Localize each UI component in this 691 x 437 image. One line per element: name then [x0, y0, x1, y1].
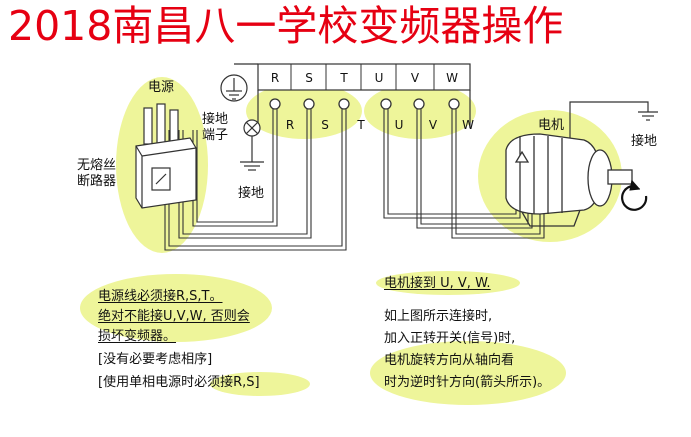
breaker-edge-top: [141, 147, 197, 157]
note-motor-uvw: 电机接到 U, V, W.: [384, 276, 491, 291]
page-title: 2018南昌八一学校变频器操作: [8, 2, 564, 50]
terminal-label-u: U: [375, 71, 384, 85]
earth-cross-b: [245, 121, 259, 135]
ground-terminal-symbol: [220, 74, 248, 102]
terminal-label-u-bottom: U: [395, 118, 404, 132]
screw-t: [338, 98, 350, 110]
highlight-single-phase: [210, 372, 310, 396]
motor-logo-icon: [514, 150, 530, 163]
motor-illustration: [505, 133, 633, 227]
terminal-label-t-bottom: T: [356, 118, 365, 132]
label-ground-right: 接地: [631, 134, 658, 149]
breaker-pole-1: [143, 107, 153, 145]
label-motor: 电机: [538, 118, 565, 133]
screw-s: [303, 98, 315, 110]
terminal-label-w: W: [446, 71, 458, 85]
label-ground-terminal-line2: 端子: [202, 128, 229, 143]
wire-r-a: [196, 109, 274, 223]
screw-u: [380, 98, 392, 110]
terminal-block: [234, 63, 471, 128]
terminal-label-v: V: [411, 71, 420, 85]
rotation-arc: [621, 184, 648, 211]
screw-terminals: [269, 98, 460, 110]
highlight-direction-note: [370, 341, 566, 405]
breaker-illustration: [135, 103, 197, 209]
screw-r: [269, 98, 281, 110]
breaker-lever-mark: [155, 173, 167, 185]
earth-symbol-left: [240, 119, 264, 171]
label-breaker-line1: 无熔丝: [77, 158, 117, 173]
terminal-label-s-bottom: S: [321, 118, 329, 132]
label-breaker-line2: 断路器: [77, 174, 117, 189]
terminal-block-top: [257, 63, 471, 91]
terminal-label-r: R: [271, 71, 279, 85]
note-single-phase: [使用单相电源时必须接R,S]: [98, 375, 260, 390]
note-as-shown: 如上图所示连接时,: [384, 309, 493, 324]
label-ground-terminal-line1: 接地: [202, 112, 229, 127]
highlight-power-note: [80, 274, 272, 342]
terminal-label-v-bottom: V: [429, 118, 438, 132]
rotation-arrowhead: [629, 179, 641, 191]
note-rotation-view: 电机旋转方向从轴向看: [384, 353, 515, 368]
terminal-labels-bottom: R S T U V W: [286, 118, 474, 132]
screw-v: [413, 98, 425, 110]
ground-symbol-right: [569, 101, 658, 138]
highlight-uvw: [364, 83, 476, 139]
wire-w-a: [451, 109, 545, 239]
note-power-line: 电源线必须接R,S,T。: [98, 289, 223, 304]
note-phase-order: [没有必要考虑相序]: [98, 352, 213, 367]
motor-feet: [521, 209, 581, 227]
screw-w: [448, 98, 460, 110]
motor-shaft: [607, 169, 633, 185]
label-power: 电源: [148, 80, 175, 95]
breaker-pole-2: [156, 103, 166, 145]
highlight-rst: [246, 83, 362, 139]
rotation-arrow-icon: [621, 179, 648, 211]
note-counterclockwise: 时为逆时针方向(箭头所示)。: [384, 375, 551, 390]
note-forward-switch: 加入正转开关(信号)时,: [384, 331, 516, 346]
terminal-label-t: T: [339, 71, 348, 85]
label-ground-left: 接地: [238, 186, 265, 201]
ground-wire-right: [569, 101, 649, 138]
terminal-label-r-bottom: R: [286, 118, 294, 132]
highlight-motor-note: [376, 271, 520, 295]
note-damage: 损坏变频器。: [98, 329, 177, 344]
terminal-label-w-bottom: W: [462, 118, 474, 132]
terminal-labels-top: R S T U V W: [271, 71, 458, 85]
wire-w-b: [455, 109, 541, 235]
note-never-uvw: 绝对不能接U,V,W, 否则会: [98, 309, 250, 324]
terminal-label-s: S: [305, 71, 313, 85]
breaker-pole-3: [169, 109, 179, 145]
